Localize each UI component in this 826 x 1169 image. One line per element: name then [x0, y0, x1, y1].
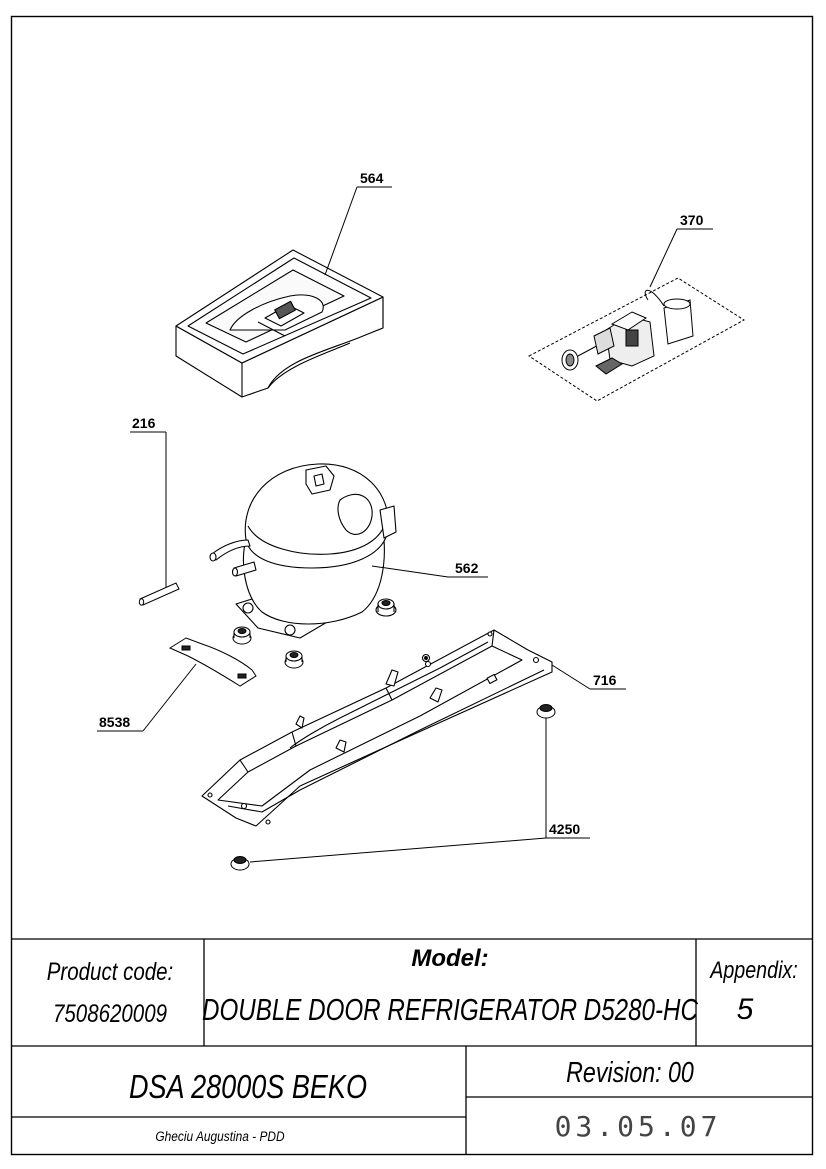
part-label-370: 370 [680, 212, 704, 228]
compressor-part [209, 463, 397, 639]
title-block [11, 938, 813, 1155]
revision-date: 03.05.07 [555, 1110, 722, 1143]
grommet-pair [232, 626, 304, 669]
base-rail-part [201, 629, 553, 827]
pin-part [138, 582, 180, 606]
part-label-716: 716 [593, 672, 617, 688]
part-label-562: 562 [455, 560, 479, 576]
leader-line-562 [371, 565, 449, 578]
rubber-foot-part [230, 704, 556, 871]
product-code-label: Product code: [47, 957, 173, 985]
model-label: Model: [411, 945, 488, 972]
leader-line-370 [649, 228, 678, 288]
electrical-kit-part [528, 277, 745, 402]
leader-line-8538 [142, 663, 197, 732]
product-code-value: 7508620009 [53, 999, 167, 1027]
author-name: Gheciu Augustina - PDD [155, 1128, 284, 1144]
tray-cover-part [175, 249, 384, 398]
part-label-8538: 8538 [99, 714, 130, 730]
model-value: DOUBLE DOOR REFRIGERATOR D5280-HC [202, 992, 699, 1027]
leader-line-716 [551, 664, 591, 690]
leader-line-4250-b [249, 837, 547, 863]
leader-line-564 [324, 186, 358, 276]
appendix-value: 5 [737, 993, 754, 1026]
appendix-label: Appendix: [708, 956, 797, 983]
assembly-name: DSA 28000S BEKO [129, 1070, 367, 1106]
sheet-border [10, 15, 814, 1156]
part-label-4250: 4250 [549, 821, 580, 837]
clamp-strip-part [168, 637, 257, 687]
part-label-216: 216 [132, 415, 156, 431]
part-label-564: 564 [360, 170, 384, 186]
revision-label: Revision: 00 [566, 1055, 694, 1088]
